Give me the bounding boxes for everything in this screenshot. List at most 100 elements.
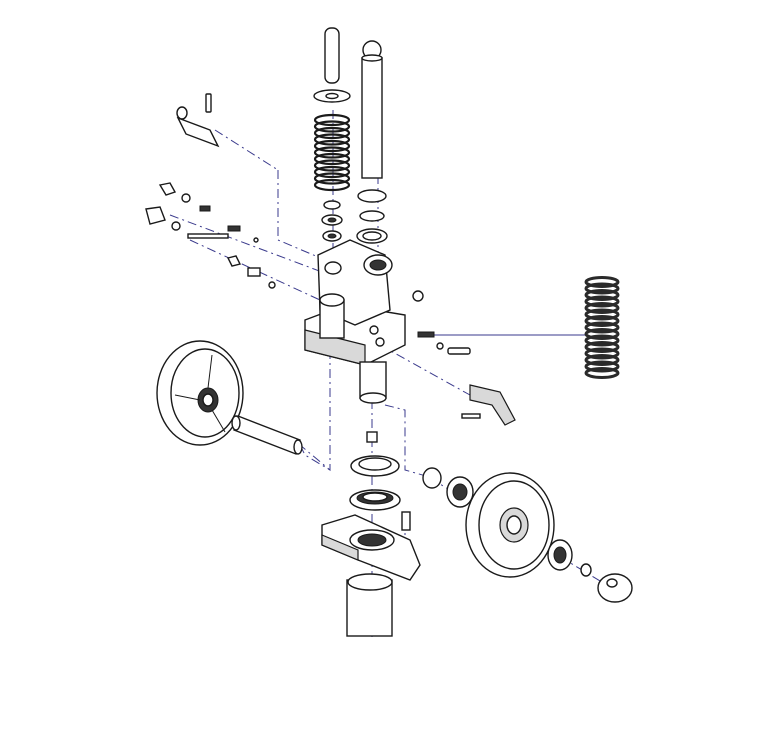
spring-coil [584, 289, 620, 301]
leader-line [299, 350, 331, 472]
pedal-assembly [417, 331, 516, 426]
axle-end [231, 415, 241, 431]
fitting-spring [199, 205, 211, 212]
load-wheel-right [422, 467, 633, 603]
axle-end [293, 439, 303, 455]
spring-coil [584, 334, 620, 347]
cylinder-tube [359, 361, 387, 399]
cylinder-bottom [359, 392, 387, 404]
bolt-head [369, 325, 379, 335]
spring-coil [313, 172, 351, 185]
roll-pin [205, 93, 212, 113]
piston-seal-inner [362, 231, 382, 241]
spring-coil [313, 178, 351, 192]
wheel-spoke [207, 354, 213, 389]
spring-coil [584, 347, 620, 360]
spring-detail [584, 276, 620, 379]
valve-fittings [145, 182, 276, 289]
fitting-nut [158, 182, 177, 196]
bracket-pin [401, 511, 411, 531]
plug-screw [412, 290, 424, 302]
spring-coil [584, 341, 620, 353]
wheel-spoke [211, 409, 226, 433]
spring-coil [584, 354, 620, 366]
pedal-washer [436, 342, 444, 350]
leader-line [214, 129, 279, 171]
seat-ring-hole [327, 233, 337, 239]
bracket-tube-top [347, 573, 393, 591]
pin-bore [324, 261, 342, 275]
bearing-race-inner [362, 492, 388, 502]
lower-cylinder [359, 361, 387, 443]
bearing-race-inner [358, 457, 392, 471]
wheel-bore [202, 393, 214, 407]
spring-coil [584, 295, 620, 308]
spring-coil [584, 367, 620, 379]
valve-sleeve [247, 267, 261, 277]
push-rod [313, 27, 351, 103]
spring-coil [313, 139, 351, 153]
fitting-spring [227, 225, 241, 232]
pedal-lever [469, 384, 516, 426]
bolt-head [375, 337, 385, 347]
circlip [580, 563, 592, 577]
piston-rod-shaft [361, 57, 383, 179]
spring-coil [584, 360, 620, 373]
spring-coil [584, 315, 620, 327]
spring-coil [584, 328, 620, 340]
pedal-pin [461, 413, 481, 419]
valve-plug [145, 206, 166, 225]
spring-coil [313, 120, 351, 133]
spring-seat-rings [321, 200, 343, 242]
bracket-side [321, 534, 359, 561]
wheel-bore [506, 515, 522, 535]
leader-line [384, 404, 441, 481]
axle-shaft [233, 415, 301, 455]
piston-rod [356, 40, 388, 244]
spring-coil [313, 159, 351, 172]
spacer-ring [422, 467, 442, 489]
seat-ring [323, 200, 341, 210]
wheel-cap [597, 573, 633, 603]
fitting-ball [253, 237, 259, 243]
leader-line [277, 170, 331, 263]
axle [231, 415, 303, 455]
spring-coil [313, 133, 351, 146]
spring-coil [313, 152, 351, 166]
pin-body [176, 116, 220, 148]
pump-body [304, 239, 424, 366]
o-ring [171, 221, 181, 231]
push-rod-washer-hole [325, 92, 339, 100]
spring-coil [313, 113, 351, 127]
leader-line [169, 214, 331, 276]
fitting-ball [181, 193, 191, 203]
pin-end [176, 106, 188, 120]
bracket-bore-inner [357, 533, 387, 547]
spring-coil [584, 308, 620, 321]
spring-coil [584, 321, 620, 334]
spring-coil [313, 146, 351, 159]
grease-nipple [366, 431, 378, 443]
spring-coil [313, 165, 351, 179]
handle-pin [176, 93, 220, 148]
seat-ring-hole [327, 217, 337, 223]
return-spring [313, 113, 351, 192]
spring-coil [313, 126, 351, 140]
bearing-inner [452, 483, 468, 501]
piston-seal [357, 189, 387, 203]
leader-line [379, 344, 471, 396]
bearing-inner [553, 546, 567, 564]
pump-post-top [319, 293, 345, 307]
piston-rod-top [361, 54, 383, 62]
valve-nut [226, 255, 242, 267]
swivel-bracket [321, 511, 421, 637]
cylinder-bore-inner [369, 259, 387, 271]
spring-coil [584, 276, 620, 288]
load-wheel-left [156, 340, 244, 446]
spring-coil [584, 282, 620, 295]
piston-seal [359, 210, 385, 222]
pedal-bolt [447, 347, 471, 355]
wheel-cap-center [606, 578, 618, 588]
